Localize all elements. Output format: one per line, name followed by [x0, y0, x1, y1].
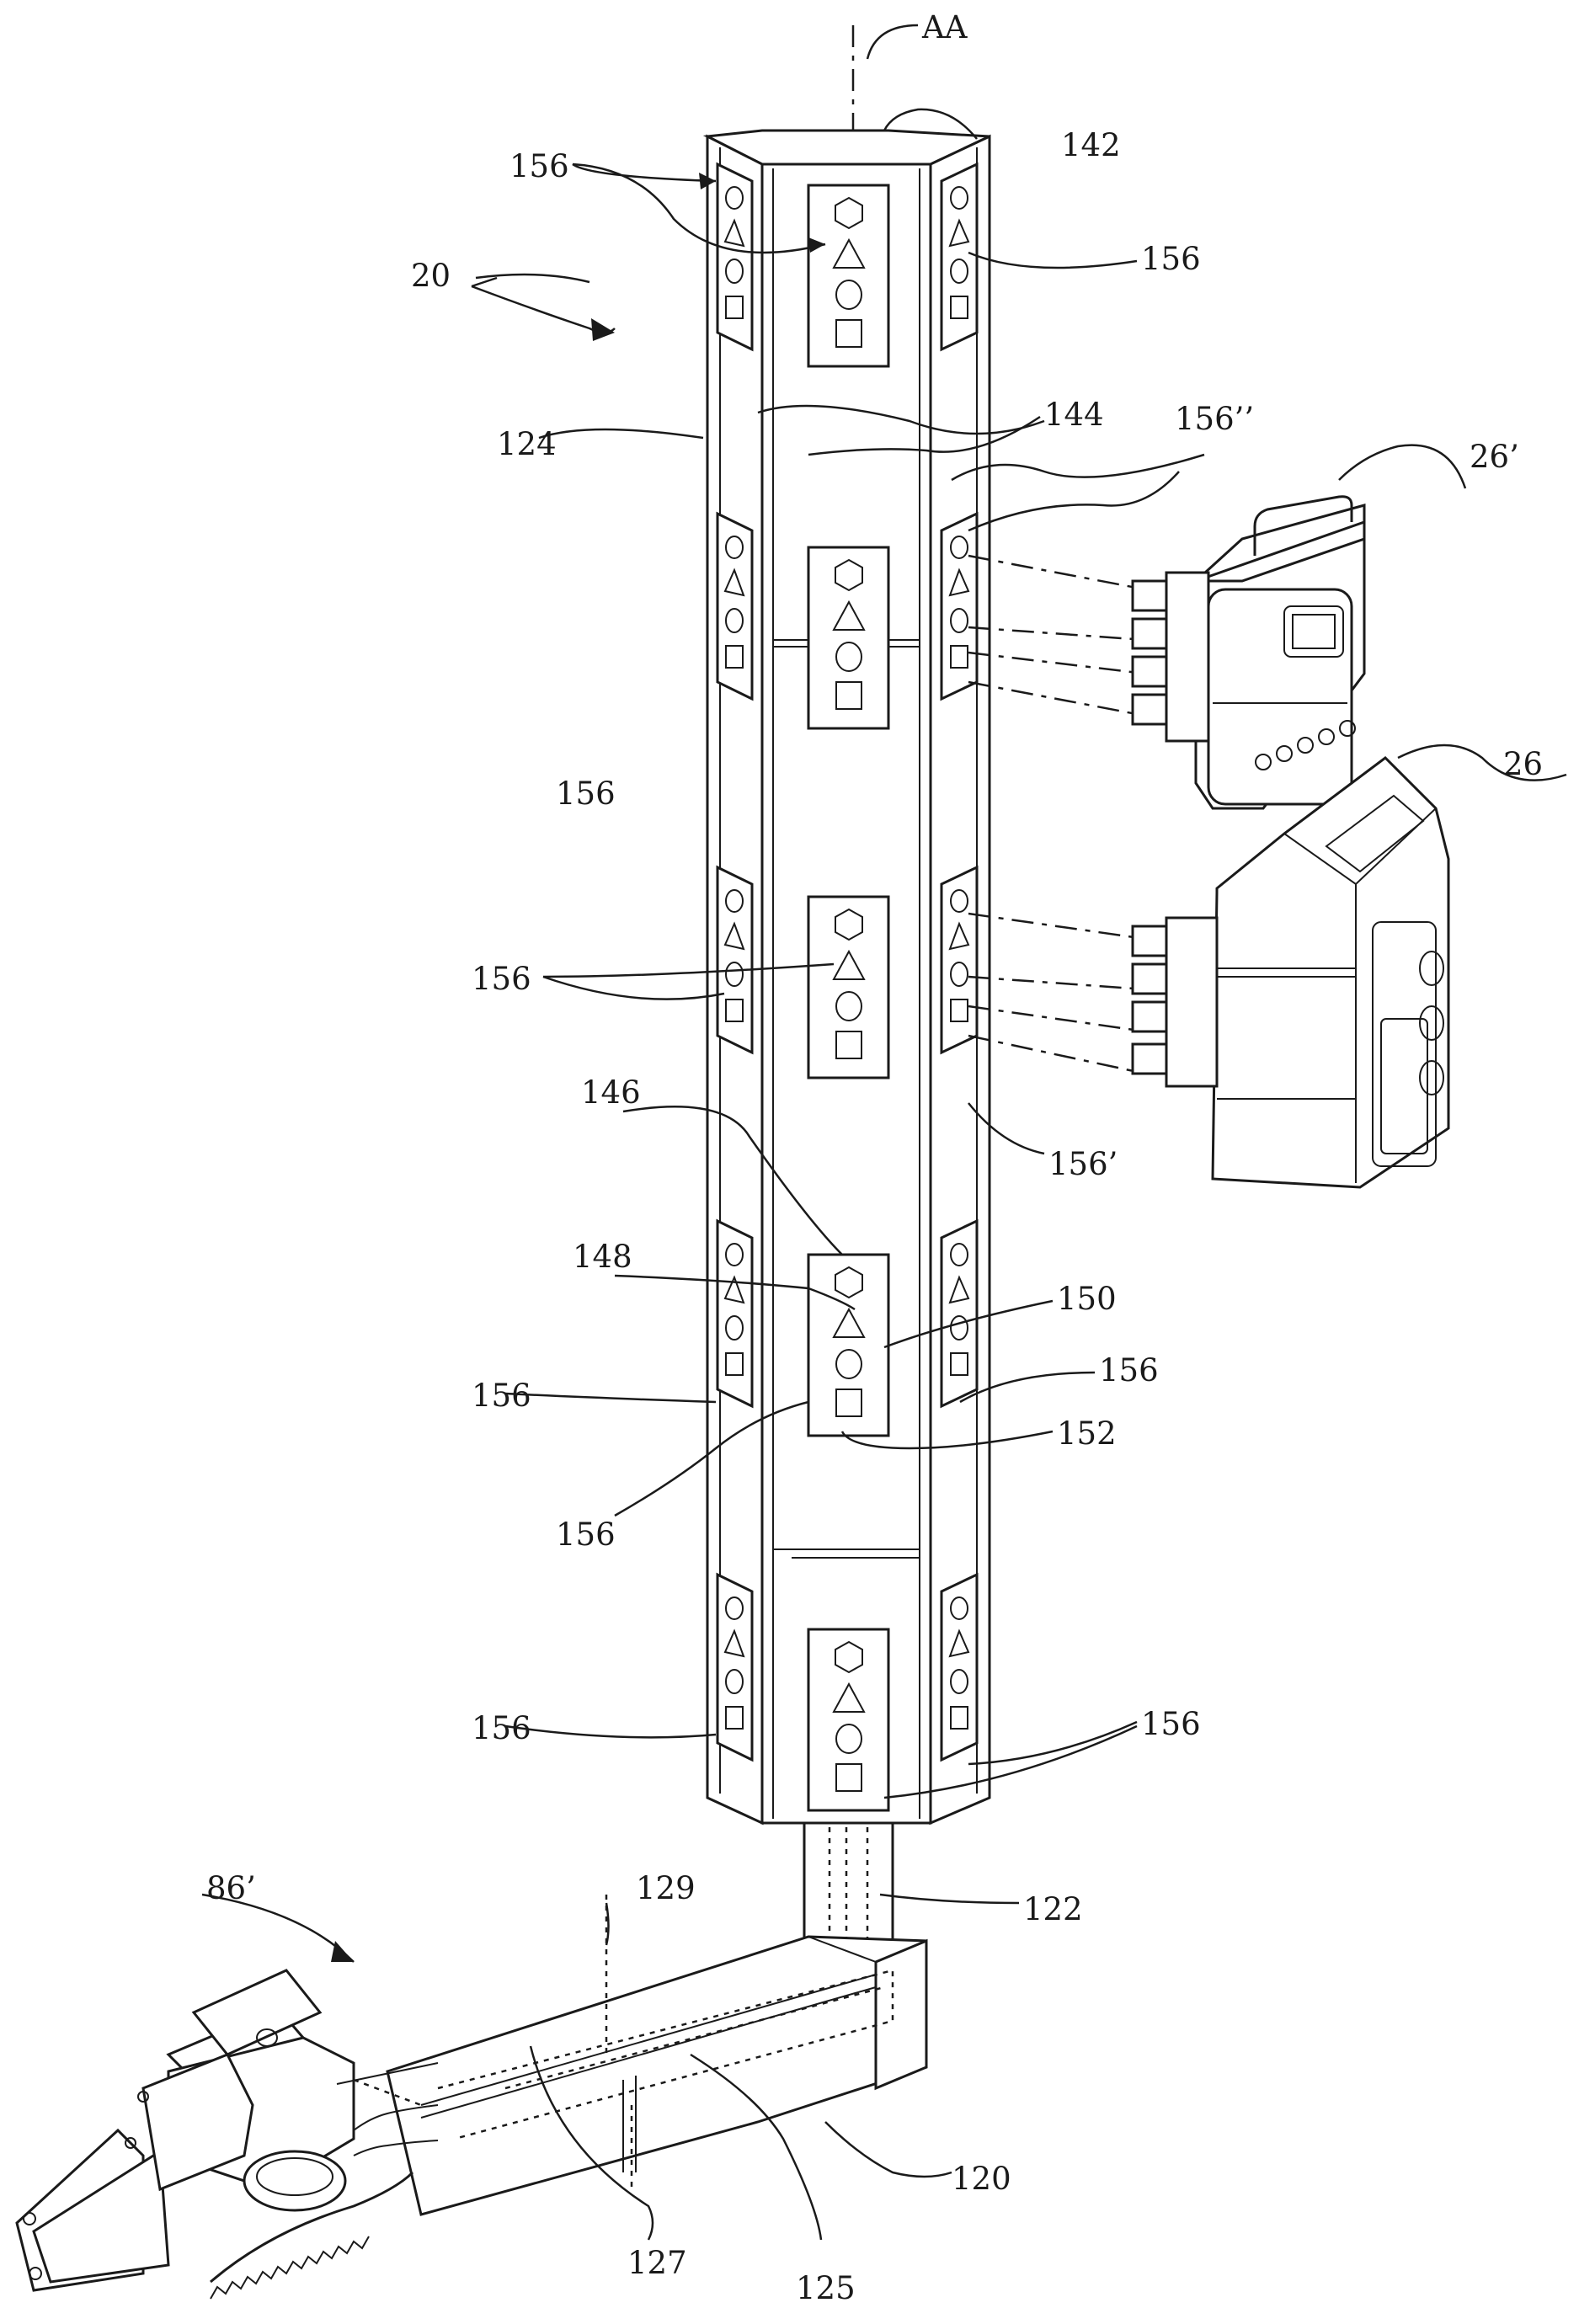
label-156-low-left: 156 [472, 1710, 531, 1746]
panel-center-2 [808, 547, 888, 728]
label-127: 127 [627, 2245, 687, 2281]
panel-center-3 [808, 897, 888, 1078]
panel-center-1 [808, 185, 888, 366]
label-124: 124 [497, 426, 557, 462]
label-120: 120 [952, 2161, 1011, 2197]
panel-left-4 [717, 1221, 752, 1406]
label-156-prime: 156’ [1048, 1146, 1118, 1182]
panel-right-2 [942, 514, 977, 699]
label-156-mid-1: 156 [556, 776, 616, 812]
label-156-double-prime: 156’’ [1175, 401, 1254, 437]
label-142: 142 [1061, 127, 1121, 163]
label-152: 152 [1057, 1415, 1117, 1452]
label-20: 20 [411, 258, 451, 294]
panel-center-5 [808, 1629, 888, 1810]
panel-right-3 [942, 867, 977, 1053]
label-156-top-left: 156 [509, 148, 569, 184]
label-86-prime: 86’ [206, 1870, 256, 1906]
label-156-mid-5: 156 [556, 1516, 616, 1553]
label-axis-aa: AA [921, 9, 968, 45]
base-arm [387, 1895, 926, 2215]
device-26 [968, 758, 1448, 1187]
clamp-assembly [17, 1970, 438, 2299]
label-144: 144 [1044, 397, 1104, 433]
label-150: 150 [1057, 1281, 1117, 1317]
panel-right-5 [942, 1575, 977, 1760]
label-146: 146 [581, 1074, 641, 1111]
panel-right-1 [942, 164, 977, 349]
panel-left-3 [717, 867, 752, 1053]
panel-left-1 [717, 164, 752, 349]
label-156-mid-2: 156 [472, 961, 531, 997]
label-129: 129 [636, 1870, 696, 1906]
label-156-low-right: 156 [1141, 1706, 1201, 1742]
device-26-prime [968, 497, 1364, 808]
label-26: 26 [1503, 746, 1543, 782]
label-26-prime: 26’ [1470, 439, 1519, 475]
panel-left-5 [717, 1575, 752, 1760]
label-125: 125 [796, 2270, 856, 2306]
label-156-mid-4: 156 [1099, 1352, 1159, 1389]
label-156-mid-3: 156 [472, 1378, 531, 1414]
label-122: 122 [1023, 1891, 1083, 1927]
panel-right-4 [942, 1221, 977, 1406]
label-156-top-right: 156 [1141, 241, 1201, 277]
panel-left-2 [717, 514, 752, 699]
label-148: 148 [573, 1239, 632, 1275]
panel-center-4 [808, 1255, 888, 1436]
